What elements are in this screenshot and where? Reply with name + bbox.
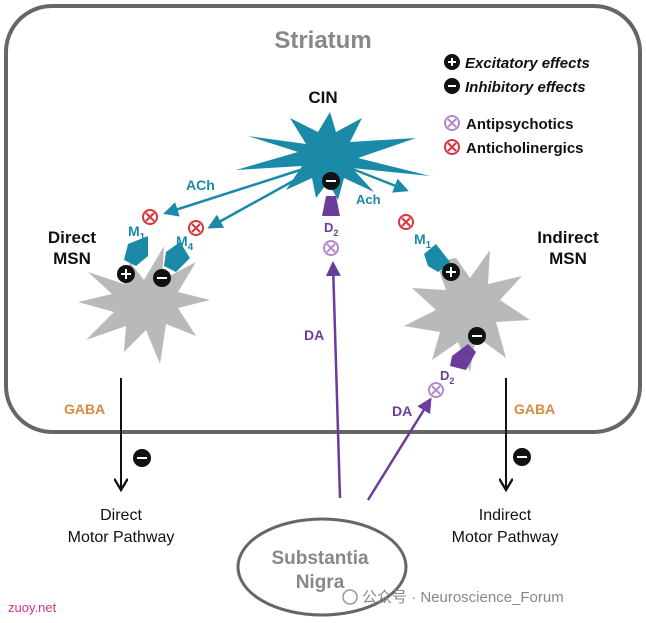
- m1-right-receptor: [424, 244, 450, 272]
- d2-center-receptor: [322, 196, 340, 216]
- anticholinergics-icon: [444, 139, 460, 155]
- legend-anticholinergics: Anticholinergics: [466, 140, 584, 157]
- substantia-label-1: Substantia: [271, 548, 369, 569]
- direct-msn-label-1: Direct: [48, 228, 97, 247]
- m1-left-receptor: [124, 236, 148, 266]
- indirect-msn-label-1: Indirect: [537, 228, 599, 247]
- legend-inhibitory: Inhibitory effects: [465, 79, 586, 96]
- indirect-pathway-label-2: Motor Pathway: [452, 529, 559, 546]
- legend-antipsychotics: Antipsychotics: [466, 116, 574, 133]
- substantia-nigra: [236, 517, 408, 617]
- m4-receptor: [164, 242, 190, 272]
- indirect-msn-label-2: MSN: [549, 249, 587, 268]
- ach-label-left: ACh: [186, 177, 215, 193]
- substantia-label-2: Nigra: [296, 572, 345, 593]
- ach-arrow-m4: [207, 173, 305, 229]
- da-label-center: DA: [304, 327, 324, 343]
- direct-msn-label-2: MSN: [53, 249, 91, 268]
- da-arrow-center: [325, 261, 342, 499]
- indirect-pathway-label-1: Indirect: [479, 507, 532, 524]
- watermark-left: zuoy.net: [8, 600, 57, 615]
- d2-center-label: D2: [324, 220, 338, 238]
- d2-right-receptor: [450, 344, 476, 370]
- direct-pathway-label-1: Direct: [100, 507, 142, 524]
- da-label-right: DA: [392, 403, 412, 419]
- gaba-label-left: GABA: [64, 401, 105, 417]
- striatum-title: Striatum: [274, 27, 371, 54]
- legend: Excitatory effects Inhibitory effects An…: [444, 54, 590, 157]
- cin-neuron: [236, 112, 430, 200]
- ach-arrow-m1: [163, 168, 301, 217]
- direct-pathway-label-2: Motor Pathway: [68, 529, 175, 546]
- m1-left-label: M1: [128, 223, 146, 243]
- ach-label-right: Ach: [356, 192, 381, 207]
- watermark-right: 公众号 · Neuroscience_Forum: [362, 589, 564, 606]
- legend-excitatory: Excitatory effects: [465, 55, 590, 72]
- gaba-label-right: GABA: [514, 401, 555, 417]
- direct-msn-neuron: [78, 246, 210, 364]
- ach-arrow-right: [349, 166, 409, 193]
- da-arrow-right: [366, 397, 432, 501]
- wechat-icon: [342, 589, 358, 605]
- antipsychotics-icon: [444, 115, 460, 131]
- m1-right-label: M1: [414, 231, 432, 251]
- cin-label: CIN: [308, 88, 337, 107]
- d2-right-label: D2: [440, 368, 454, 386]
- indirect-msn-neuron: [404, 250, 530, 372]
- m4-label: M4: [176, 233, 194, 253]
- striatum-boundary: [4, 4, 642, 434]
